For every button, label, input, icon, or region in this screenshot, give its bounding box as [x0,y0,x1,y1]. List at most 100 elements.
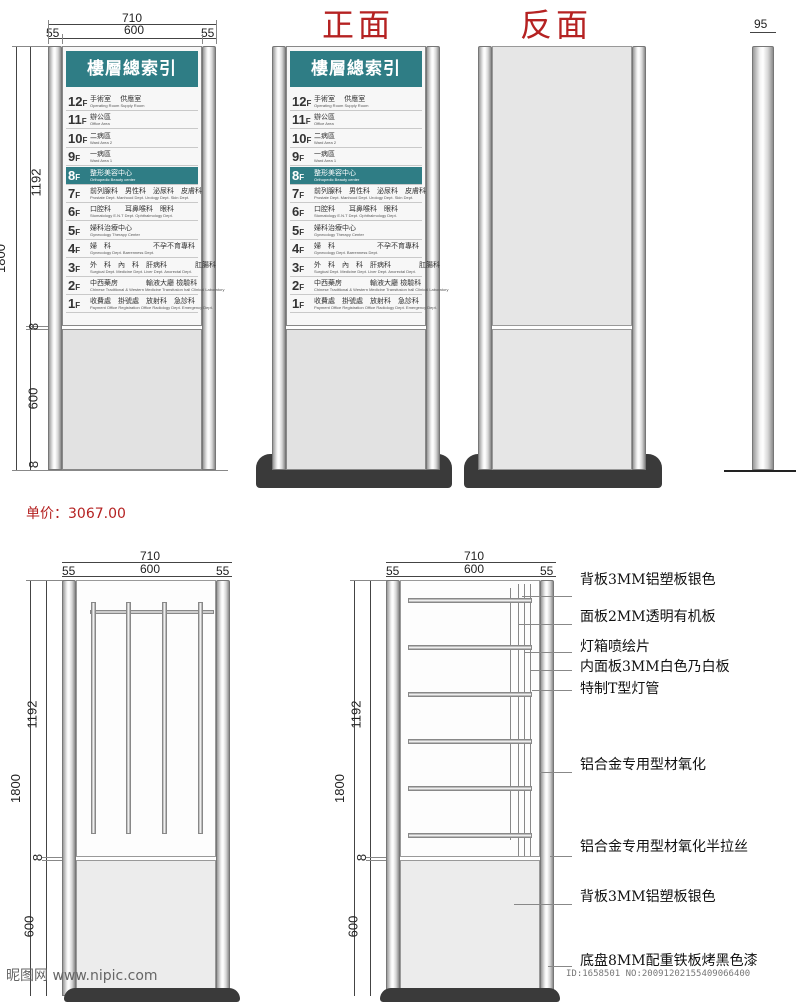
floor-number: 7F [68,186,81,201]
frame-b-upper [400,580,540,857]
unit-price: 单价：3067.00 [26,506,126,522]
floor-departments: 婦 科 不孕不育專科 [314,242,419,251]
front-left-post [272,46,286,470]
floor-number: 8F [68,167,81,183]
dim-total-height: 1800 [0,244,8,273]
dim-panel-height-b1: 1192 [24,700,40,729]
back-left-post [478,46,492,470]
frame-a-rod [126,602,131,834]
front-directory-header: 樓層總索引 [290,51,422,87]
floor-departments: 中西藥房 輸液大廳 檢驗科 [90,279,198,287]
frame-a-upper [76,580,216,857]
light-tube [408,833,532,838]
floor-departments-en: Ward Area 1 [90,158,113,164]
dim-lower-height: 600 [25,387,41,410]
dim-post-right-b2: 55 [540,564,554,578]
floor-number: 9F [68,149,81,165]
floor-departments-en: Surgical Dept. Medicine Dept. Liver Dept… [90,268,192,274]
frame-a-right-post [216,580,230,996]
floor-departments: 外 科 內 科 肝病科 肛腸科 [314,260,440,269]
frame-b-left-post [386,580,400,996]
dim-post-right: 55 [201,26,215,40]
floor-departments-en: Surgical Dept. Medicine Dept. Liver Dept… [314,268,416,274]
floor-departments: 中西藥房 輸液大廳 檢驗科 [314,279,422,287]
floor-departments: 辦公區 [90,113,111,122]
floor-departments-en: Ward Area 2 [314,139,337,145]
floor-number: 5F [292,222,305,238]
floor-number: 6F [68,204,81,220]
floor-number: 4F [68,241,81,257]
callout-lightbox-film: 灯箱喷绘片 [580,639,650,655]
frame-b-right-post [540,580,554,996]
side-post [752,46,774,470]
floor-departments: 婦科治療中心 [90,223,132,232]
callout-base-plate: 底盘8MM配重铁板烤黑色漆 [580,953,758,969]
floor-departments: 一病區 [90,150,111,159]
watermark-logo: 昵图网 www.nipic.com [6,968,158,984]
floor-departments-en: Gynecology Dept. Barrenness Dept. [314,250,379,256]
floor-departments-en: Gynecology Therapy Center [90,231,140,237]
floor-departments-en: Operating Room Supply Room [90,103,145,108]
left-post [48,46,62,470]
callout-t-tube: 特制T型灯管 [580,681,660,697]
floor-departments-en: Payment Office Registration Office Radio… [90,305,213,311]
callout-aluminum-brushed: 铝合金专用型材氧化半拉丝 [580,839,748,855]
right-post [202,46,216,470]
floor-departments-en: Operating Room Supply Room [314,103,369,108]
frame-a-lower [76,860,216,996]
floor-number: 5F [68,222,81,238]
light-tube [408,598,532,603]
floor-departments: 婦 科 不孕不育專科 [90,242,195,251]
floor-number: 2F [292,278,305,293]
frame-a-rod [91,602,96,834]
floor-departments: 外 科 內 科 肝病科 肛腸科 [90,260,216,269]
frame-a-rod [198,602,203,834]
floor-departments: 口腔科 耳鼻喉科 眼科 [314,205,398,214]
floor-number: 12F [292,94,312,109]
floor-number: 6F [292,204,305,220]
dim-total-height-b2: 1800 [331,774,347,803]
floor-departments-en: Orthopedic Beauty center [90,176,136,182]
floor-number: 1F [292,296,305,312]
front-right-post [426,46,440,470]
floor-departments: 整形美容中心 [314,168,356,177]
directory-header: 樓層總索引 [66,51,198,87]
floor-number: 2F [68,278,81,293]
floor-departments-en: Ward Area 1 [314,158,337,164]
floor-number: 3F [68,259,81,275]
dim-inner-width-b1: 600 [140,562,161,576]
floor-departments: 二病區 [314,131,335,140]
floor-departments: 手術室 供應室 [314,95,366,103]
back-upper-panel [492,46,632,326]
callout-inner-panel: 内面板3MM白色乃白板 [580,659,730,675]
floor-number: 1F [68,296,81,312]
watermark-id: ID:1658501 NO:20091202155409066400 [566,969,751,979]
back-title: 反面 [520,6,593,44]
light-tube [408,739,532,744]
floor-departments: 收費處 掛號處 放射科 急診科 [90,297,195,306]
floor-departments-en: Gynecology Dept. Barrenness Dept. [90,250,155,256]
frame-a-left-post [62,580,76,996]
dim-post-left-b2: 55 [386,564,400,578]
floor-number: 10F [292,130,312,146]
floor-number: 10F [68,130,88,146]
floor-number: 3F [292,259,305,275]
dim-post-right-b1: 55 [216,564,230,578]
dim-gap-b1: 8 [30,853,46,862]
front-lower-panel [286,329,426,470]
dim-post-left-b1: 55 [62,564,76,578]
